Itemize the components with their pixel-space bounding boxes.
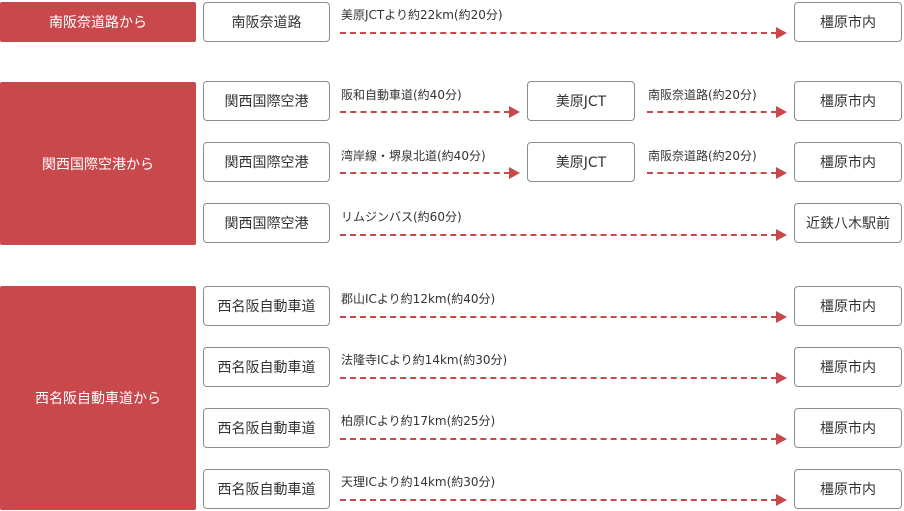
- arrow: [340, 494, 787, 506]
- destination-box: 橿原市内: [794, 142, 902, 182]
- arrow: [340, 311, 787, 323]
- via-box: 美原JCT: [527, 142, 635, 182]
- origin-box: 西名阪自動車道: [203, 408, 330, 448]
- destination-box: 橿原市内: [794, 469, 902, 509]
- origin-box: 西名阪自動車道: [203, 347, 330, 387]
- route-label: 湾岸線・堺泉北道(約40分): [341, 149, 486, 163]
- route-label: 南阪奈道路(約20分): [648, 88, 757, 102]
- destination-box: 橿原市内: [794, 408, 902, 448]
- origin-box: 西名阪自動車道: [203, 469, 330, 509]
- arrow: [340, 372, 787, 384]
- category-kansai-airport: 関西国際空港から: [0, 82, 196, 245]
- route-label: 柏原ICより約17km(約25分): [341, 414, 496, 428]
- origin-box: 西名阪自動車道: [203, 286, 330, 326]
- arrow: [647, 106, 787, 118]
- arrow: [340, 167, 520, 179]
- origin-box: 関西国際空港: [203, 203, 330, 243]
- route-label: 郡山ICより約12km(約40分): [341, 292, 496, 306]
- category-nishimeihan: 西名阪自動車道から: [0, 286, 196, 510]
- route-label: リムジンバス(約60分): [341, 210, 462, 224]
- arrow: [340, 229, 787, 241]
- arrow: [340, 27, 787, 39]
- category-hanna: 南阪奈道路から: [0, 2, 196, 42]
- destination-box: 橿原市内: [794, 347, 902, 387]
- route-label: 天理ICより約14km(約30分): [341, 475, 496, 489]
- via-box: 美原JCT: [527, 81, 635, 121]
- route-label: 阪和自動車道(約40分): [341, 88, 462, 102]
- route-label: 法隆寺ICより約14km(約30分): [341, 353, 508, 367]
- route-label: 南阪奈道路(約20分): [648, 149, 757, 163]
- destination-box: 近鉄八木駅前: [794, 203, 902, 243]
- origin-box: 関西国際空港: [203, 142, 330, 182]
- arrow: [340, 106, 520, 118]
- origin-box: 南阪奈道路: [203, 2, 330, 42]
- origin-box: 関西国際空港: [203, 81, 330, 121]
- arrow: [340, 433, 787, 445]
- destination-box: 橿原市内: [794, 2, 902, 42]
- destination-box: 橿原市内: [794, 81, 902, 121]
- route-label: 美原JCTより約22km(約20分): [341, 8, 503, 22]
- arrow: [647, 167, 787, 179]
- destination-box: 橿原市内: [794, 286, 902, 326]
